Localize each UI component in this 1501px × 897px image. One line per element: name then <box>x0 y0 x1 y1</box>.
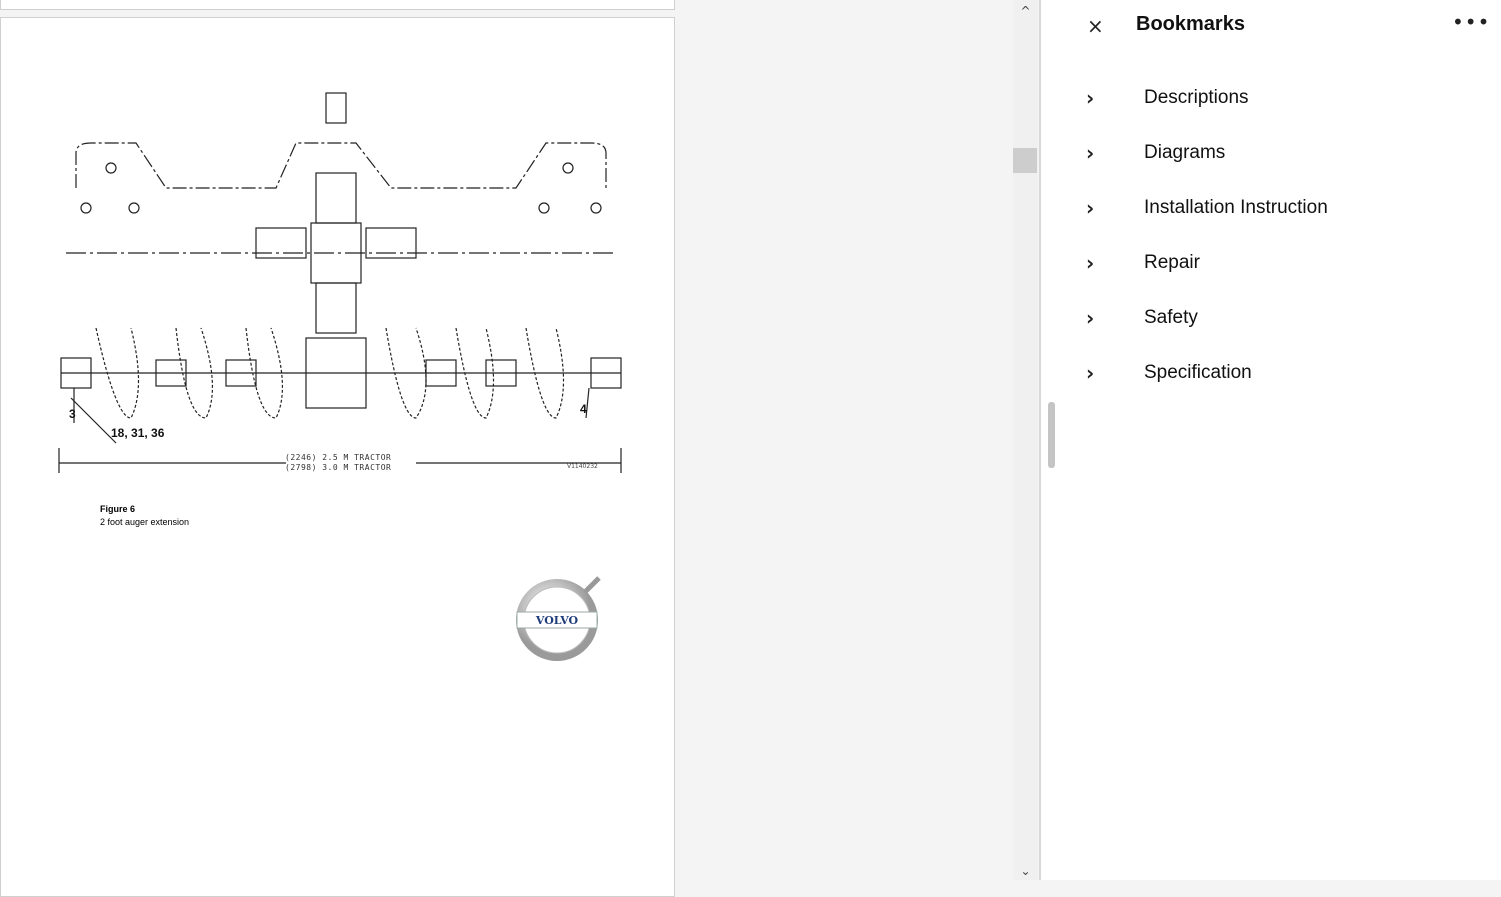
scrollbar-thumb[interactable] <box>1013 148 1037 173</box>
scroll-up-button[interactable]: ^ <box>1020 4 1031 18</box>
drawing-code: V1140232 <box>567 463 598 470</box>
bookmark-descriptions[interactable]: › Descriptions <box>1086 83 1486 113</box>
figure-title: Figure 6 <box>100 504 136 514</box>
bookmark-safety[interactable]: › Safety <box>1086 303 1486 333</box>
bookmark-specification[interactable]: › Specification <box>1086 358 1486 388</box>
chevron-right-icon[interactable]: › <box>1086 361 1095 385</box>
figure-caption: 2 foot auger extension <box>100 517 190 527</box>
auger-diagram <box>58 92 622 473</box>
callout-18-31-36: 18, 31, 36 <box>111 426 165 440</box>
bookmark-label[interactable]: Repair <box>1144 252 1200 273</box>
bookmark-diagrams[interactable]: › Diagrams <box>1086 138 1486 168</box>
bookmark-label[interactable]: Installation Instruction <box>1144 197 1328 218</box>
scroll-down-button[interactable]: ⌄ <box>1020 864 1031 878</box>
svg-text:VOLVO: VOLVO <box>535 614 579 627</box>
bookmark-repair[interactable]: › Repair <box>1086 248 1486 278</box>
dimension-line-2: (2798) 3.0 M TRACTOR <box>285 463 392 472</box>
more-options-icon[interactable]: ••• <box>1452 10 1491 34</box>
document-scrollbar[interactable]: ^ ⌄ <box>1013 0 1038 880</box>
bookmark-label[interactable]: Safety <box>1144 307 1198 328</box>
chevron-right-icon[interactable]: › <box>1086 251 1095 275</box>
panel-scrollbar-thumb[interactable] <box>1048 402 1055 468</box>
bookmark-label[interactable]: Specification <box>1144 362 1252 383</box>
dimension-label: (2246) 2.5 M TRACTOR (2798) 3.0 M TRACTO… <box>285 453 391 473</box>
chevron-right-icon[interactable]: › <box>1086 306 1095 330</box>
dimension-line-1: (2246) 2.5 M TRACTOR <box>285 453 392 462</box>
chevron-right-icon[interactable]: › <box>1086 196 1095 220</box>
callout-4: 4 <box>580 402 587 416</box>
document-page: 3 18, 31, 36 4 (2246) 2.5 M TRACTOR (279… <box>0 17 675 897</box>
bookmark-label[interactable]: Descriptions <box>1144 87 1249 108</box>
chevron-right-icon[interactable]: › <box>1086 141 1095 165</box>
chevron-right-icon[interactable]: › <box>1086 86 1095 110</box>
bookmarks-panel: × Bookmarks ••• ›Descriptions ›Diagrams … <box>1039 0 1501 880</box>
previous-page-edge <box>0 0 675 10</box>
panel-title: Bookmarks <box>1136 13 1245 35</box>
volvo-logo: VOLVO <box>516 576 601 661</box>
bookmark-installation-instruction[interactable]: › Installation Instruction <box>1086 193 1486 223</box>
callout-3: 3 <box>69 407 76 421</box>
bookmark-label[interactable]: Diagrams <box>1144 142 1226 163</box>
close-icon[interactable]: × <box>1087 14 1104 38</box>
